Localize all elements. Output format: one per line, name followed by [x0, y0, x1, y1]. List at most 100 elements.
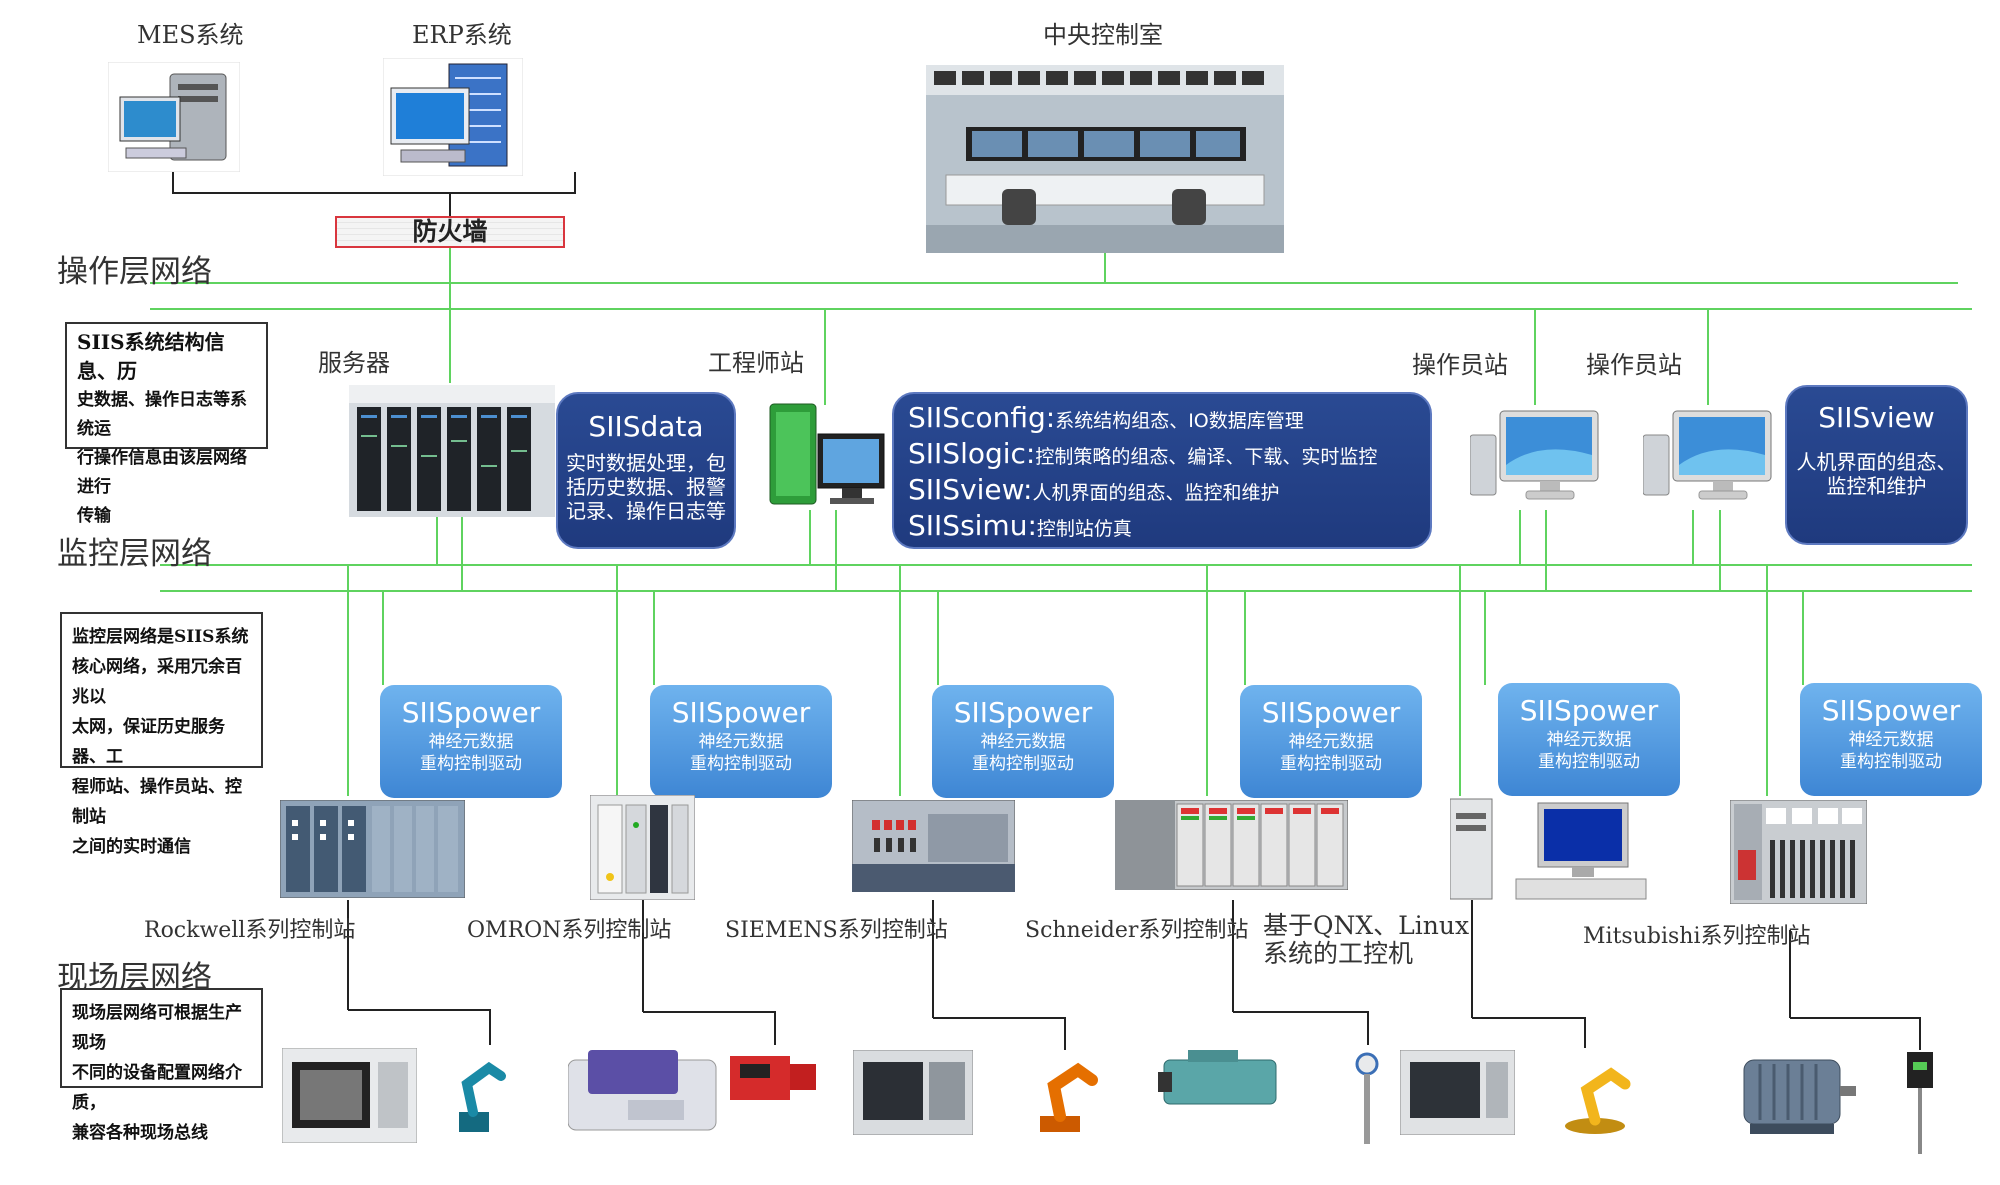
rockwell-controller-image — [280, 800, 465, 898]
omron-label: OMRON系列控制站 — [467, 918, 672, 943]
operator-monitor-icon-1 — [1470, 410, 1599, 500]
note-line: 太网，保证历史服务器、工 — [72, 717, 225, 767]
cnc-machine-image — [282, 1048, 417, 1143]
electric-motor-image — [1743, 1059, 1856, 1134]
siispower-box-mitsubishi: SIISpower 神经元数据重构控制驱动 — [1800, 683, 1982, 796]
siispower-box-omron: SIISpower 神经元数据重构控制驱动 — [650, 685, 832, 798]
erp-computer-icon — [383, 58, 523, 176]
robotic-arm-yellow-icon — [1565, 1067, 1631, 1134]
siisview-box: SIISview 人机界面的组态、 监控和维护 — [1785, 385, 1968, 545]
siisdata-desc-line: 括历史数据、报警 — [566, 475, 726, 499]
temperature-sensor-icon — [1907, 1052, 1933, 1154]
siispower-desc-1: 神经元数据 — [428, 732, 514, 752]
siispower-desc-1: 神经元数据 — [1288, 732, 1374, 752]
siispower-desc-2: 重构控制驱动 — [1280, 754, 1382, 774]
operator-station-label-2: 操作员站 — [1586, 351, 1682, 379]
siispower-title: SIISpower — [1821, 694, 1961, 727]
config-key: SIISlogic: — [908, 437, 1036, 470]
note-line: 核心网络，采用冗余百兆以 — [72, 657, 242, 707]
siisview-title: SIISview — [1818, 401, 1935, 434]
server-rack-image — [349, 385, 555, 517]
config-value: 人机界面的组态、监控和维护 — [1032, 482, 1280, 504]
note-line: 史数据、操作日志等系统运 — [77, 390, 247, 439]
firewall-label: 防火墙 — [412, 217, 488, 246]
siemens-controller-image — [852, 800, 1015, 892]
config-row-siisview: SIISview:人机界面的组态、监控和维护 — [908, 474, 1416, 510]
operator-station-label-1: 操作员站 — [1412, 351, 1508, 379]
siispower-box-siemens: SIISpower 神经元数据重构控制驱动 — [932, 685, 1114, 798]
siis-software-suite-box: SIISconfig:系统结构组态、IO数据库管理 SIISlogic:控制策略… — [892, 392, 1432, 549]
industrial-robot-icon — [1040, 1062, 1098, 1132]
central-control-room-image — [926, 65, 1284, 253]
ipc-label-line-2: 系统的工控机 — [1263, 939, 1414, 968]
siispower-desc-1: 神经元数据 — [1848, 730, 1934, 750]
note-line: 行操作信息由该层网络进行 — [77, 448, 247, 497]
engineer-station-label: 工程师站 — [708, 349, 804, 377]
siisdata-title: SIISdata — [588, 410, 704, 443]
engineer-workstation-icon — [769, 403, 885, 505]
mitsubishi-label: Mitsubishi系列控制站 — [1583, 924, 1811, 949]
note-line: 之间的实时通信 — [72, 837, 191, 857]
note-line: 兼容各种现场总线 — [72, 1123, 208, 1143]
siispower-title: SIISpower — [953, 696, 1093, 729]
config-value: 控制策略的组态、编译、下载、实时监控 — [1035, 446, 1378, 468]
note-line: 不同的设备配置网络介质， — [72, 1063, 242, 1113]
laboratory-instrument-image — [568, 1050, 717, 1131]
config-key: SIISconfig: — [908, 401, 1056, 434]
siispower-desc-2: 重构控制驱动 — [972, 754, 1074, 774]
siisdata-desc-line: 记录、操作日志等 — [566, 499, 726, 523]
config-row-siisconfig: SIISconfig:系统结构组态、IO数据库管理 — [908, 402, 1416, 438]
schneider-controller-image — [1115, 800, 1348, 890]
note-line: 监控层网络是SIIS系统 — [72, 627, 249, 647]
pump-motor-image — [1158, 1050, 1277, 1105]
config-key: SIISsimu: — [908, 509, 1037, 542]
schneider-label: Schneider系列控制站 — [1025, 918, 1249, 943]
firewall: 防火墙 — [335, 216, 565, 248]
siispower-box-schneider: SIISpower 神经元数据重构控制驱动 — [1240, 685, 1422, 798]
rockwell-label: Rockwell系列控制站 — [144, 918, 356, 943]
siisdata-box: SIISdata 实时数据处理，包 括历史数据、报警 记录、操作日志等 — [556, 392, 736, 549]
industrial-pc-image — [1450, 798, 1647, 900]
ipc-label-line-1: 基于QNX、Linux — [1263, 911, 1470, 940]
omron-controller-image — [590, 795, 695, 900]
cnc-lathe-image — [1400, 1050, 1515, 1135]
siispower-title: SIISpower — [1261, 696, 1401, 729]
siisdata-desc-line: 实时数据处理，包 — [566, 451, 726, 475]
siispower-desc-1: 神经元数据 — [980, 732, 1066, 752]
siispower-box-rockwell: SIISpower 神经元数据重构控制驱动 — [380, 685, 562, 798]
siispower-desc-2: 重构控制驱动 — [420, 754, 522, 774]
config-key: SIISview: — [908, 473, 1033, 506]
note-line: 程师站、操作员站、控制站 — [72, 777, 242, 827]
config-value: 控制站仿真 — [1036, 518, 1132, 540]
operator-monitor-icon-2 — [1643, 410, 1772, 500]
siispower-desc-1: 神经元数据 — [1546, 730, 1632, 750]
field-layer-note: 现场层网络可根据生产现场 不同的设备配置网络介质， 兼容各种现场总线 — [60, 988, 263, 1143]
monitor-layer-note: 监控层网络是SIIS系统 核心网络，采用冗余百兆以 太网，保证历史服务器、工 程… — [60, 612, 263, 857]
mitsubishi-controller-image — [1730, 800, 1867, 904]
siispower-title: SIISpower — [671, 696, 811, 729]
siisview-desc-line: 监控和维护 — [1826, 474, 1927, 498]
server-label: 服务器 — [318, 349, 390, 377]
central-control-label: 中央控制室 — [1043, 21, 1163, 49]
siemens-label: SIEMENS系列控制站 — [725, 918, 948, 943]
siispower-desc-1: 神经元数据 — [698, 732, 784, 752]
siispower-desc-2: 重构控制驱动 — [690, 754, 792, 774]
siispower-title: SIISpower — [401, 696, 541, 729]
siispower-title: SIISpower — [1519, 694, 1659, 727]
operation-layer-note: SIIS系统结构信息、历 史数据、操作日志等系统运 行操作信息由该层网络进行 传… — [65, 322, 268, 526]
config-row-siissimu: SIISsimu:控制站仿真 — [908, 510, 1416, 546]
mes-computer-icon — [108, 62, 240, 172]
note-line: 传输 — [77, 506, 111, 526]
monitor-layer-title: 监控层网络 — [57, 536, 212, 572]
config-value: 系统结构组态、IO数据库管理 — [1055, 410, 1304, 432]
note-line: 现场层网络可根据生产现场 — [72, 1003, 242, 1053]
siisview-desc-line: 人机界面的组态、 — [1796, 450, 1957, 474]
operation-layer-title: 操作层网络 — [57, 254, 212, 290]
erp-label: ERP系统 — [412, 21, 512, 49]
siispower-desc-2: 重构控制驱动 — [1840, 752, 1942, 772]
pressure-sensor-icon — [1355, 1052, 1379, 1144]
motor-actuator-icon — [730, 1056, 816, 1100]
robot-arm-icon — [459, 1061, 506, 1132]
